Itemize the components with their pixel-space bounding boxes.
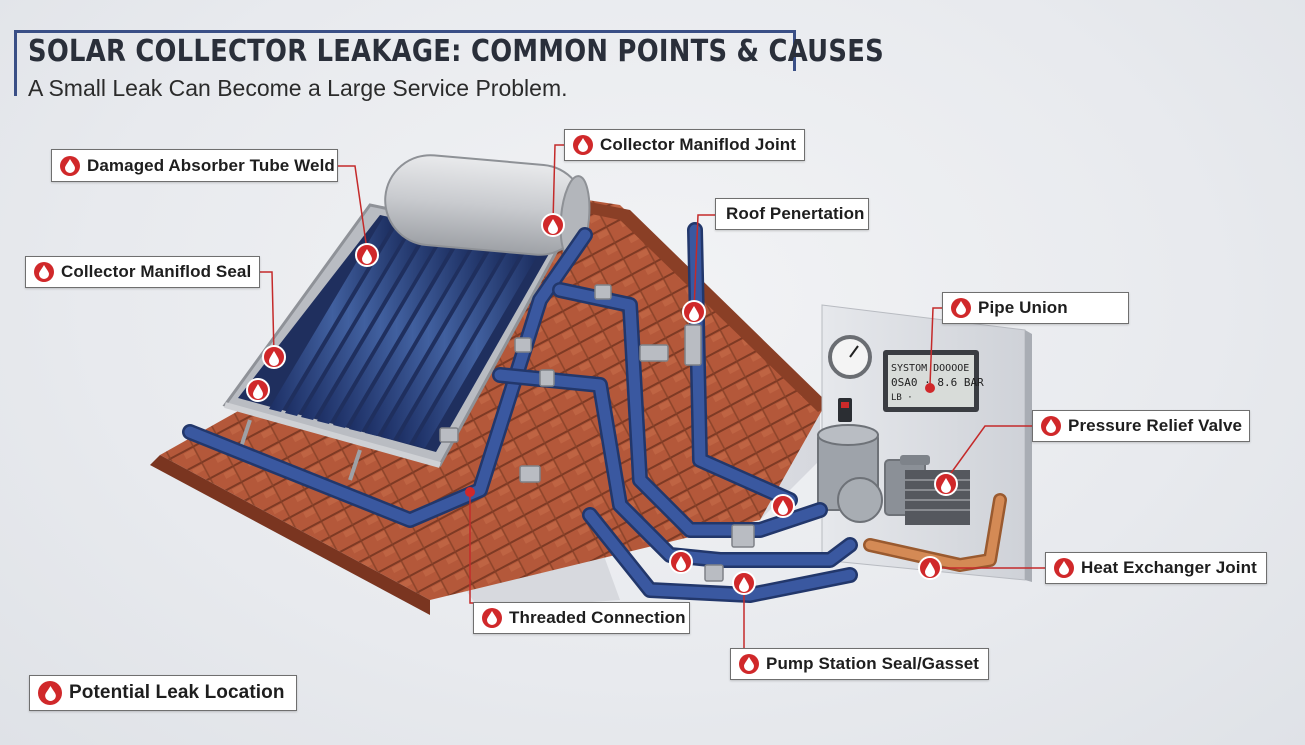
water-drop-icon	[573, 135, 593, 155]
leak-marker	[682, 300, 706, 324]
water-drop-icon	[1041, 416, 1061, 436]
leader-manifold-seal	[260, 271, 275, 356]
callout-label: Pump Station Seal/Gasset	[766, 654, 980, 673]
water-drop-icon	[60, 155, 80, 176]
legend-label: Potential Leak Location	[69, 682, 285, 703]
callout-label: Pressure Relief Valve	[1068, 416, 1243, 435]
callout-threaded-connection: Threaded Connection	[473, 602, 690, 634]
leak-markers	[246, 213, 958, 595]
page-title: SOLAR COLLECTOR LEAKAGE: COMMON POINTS &…	[28, 34, 884, 69]
water-drop-icon	[38, 681, 62, 705]
leak-marker	[934, 472, 958, 496]
callout-pressure-relief-valve: Pressure Relief Valve	[1032, 410, 1250, 442]
page-subtitle: A Small Leak Can Become a Large Service …	[28, 75, 568, 101]
leak-marker	[732, 571, 756, 595]
water-drop-icon	[1054, 558, 1074, 578]
callout-label: Heat Exchanger Joint	[1081, 558, 1257, 577]
water-drop-icon	[482, 608, 502, 628]
water-drop-icon	[951, 298, 971, 318]
title-frame-accent	[14, 68, 17, 96]
callout-label: Pipe Union	[978, 298, 1068, 317]
leader-lines	[260, 144, 1045, 650]
callout-label: Threaded Connection	[509, 608, 686, 627]
leak-marker	[918, 556, 942, 580]
leak-marker	[669, 550, 693, 574]
pump-station	[817, 424, 970, 525]
water-drop-icon	[739, 654, 759, 674]
title-frame	[14, 30, 796, 71]
callout-roof-penetration: Roof Penertation	[715, 198, 869, 230]
callout-label: Collector Maniflod Seal	[61, 262, 252, 281]
panel-display-line3: LB ·	[891, 393, 913, 403]
callout-label: Damaged Absorber Tube Weld	[87, 155, 335, 175]
callout-label: Collector Maniflod Joint	[600, 135, 797, 154]
leak-marker	[541, 213, 565, 237]
leak-marker	[465, 487, 475, 497]
callout-damaged-absorber-tube-weld: Damaged Absorber Tube Weld	[51, 149, 338, 182]
leak-marker	[771, 494, 795, 518]
leader-absorber-weld	[338, 165, 368, 251]
leader-pressure-relief	[945, 425, 1032, 481]
leader-threaded-connection	[469, 490, 473, 604]
callout-collector-manifold-seal: Collector Maniflod Seal	[25, 256, 260, 288]
leak-marker	[246, 378, 270, 402]
callout-collector-manifold-joint: Collector Maniflod Joint	[564, 129, 805, 161]
water-drop-icon	[34, 262, 54, 282]
legend: Potential Leak Location	[29, 675, 297, 711]
callout-label: Roof Penertation	[726, 204, 865, 223]
callout-pump-station-seal: Pump Station Seal/Gasset	[730, 648, 989, 680]
leader-pipe-union	[929, 307, 942, 386]
leader-roof-penetration	[693, 214, 715, 311]
leak-marker	[262, 345, 286, 369]
leak-marker	[925, 383, 935, 393]
panel-display-line2: 0SA0 · 8.6 BAR	[891, 376, 984, 389]
callout-heat-exchanger-joint: Heat Exchanger Joint	[1045, 552, 1267, 584]
pipe-fittings	[439, 284, 755, 582]
leak-marker	[355, 243, 379, 267]
callout-pipe-union: Pipe Union	[942, 292, 1129, 324]
